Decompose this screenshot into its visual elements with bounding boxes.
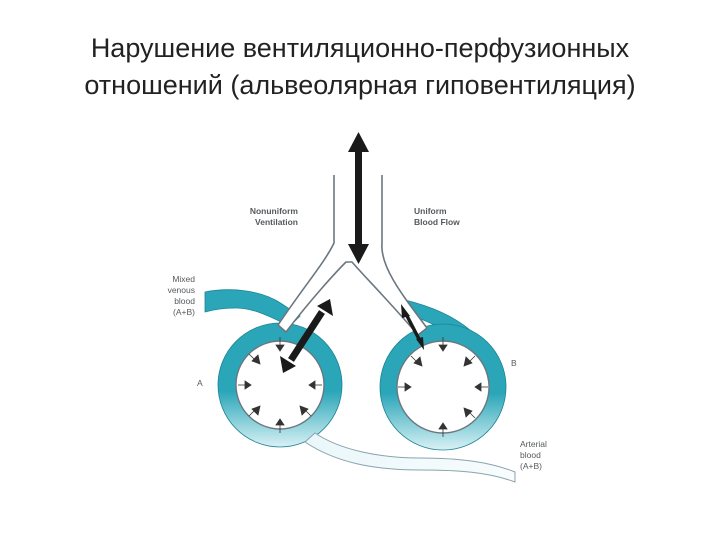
label-venous-line-3: blood xyxy=(174,296,195,306)
label-venous-line-1: Mixed xyxy=(172,274,195,284)
label-alveolus-a: A xyxy=(197,378,203,388)
label-arterial-line-1: Arterial xyxy=(520,439,547,449)
label-blood-flow-line-1: Uniform xyxy=(414,206,447,216)
label-ventilation-line-2: Ventilation xyxy=(255,217,298,227)
label-arterial: Arterial blood (A+B) xyxy=(520,439,547,471)
label-venous-line-4: (A+B) xyxy=(173,307,195,317)
label-venous-line-2: venous xyxy=(168,285,195,295)
label-ventilation: Nonuniform Ventilation xyxy=(250,206,299,227)
label-arterial-line-3: (A+B) xyxy=(520,461,542,471)
label-blood-flow: Uniform Blood Flow xyxy=(414,206,460,227)
label-arterial-line-2: blood xyxy=(520,450,541,460)
label-mixed-venous: Mixed venous blood (A+B) xyxy=(168,274,196,317)
label-blood-flow-line-2: Blood Flow xyxy=(414,217,460,227)
label-ventilation-line-1: Nonuniform xyxy=(250,206,299,216)
label-alveolus-b: B xyxy=(511,358,517,368)
